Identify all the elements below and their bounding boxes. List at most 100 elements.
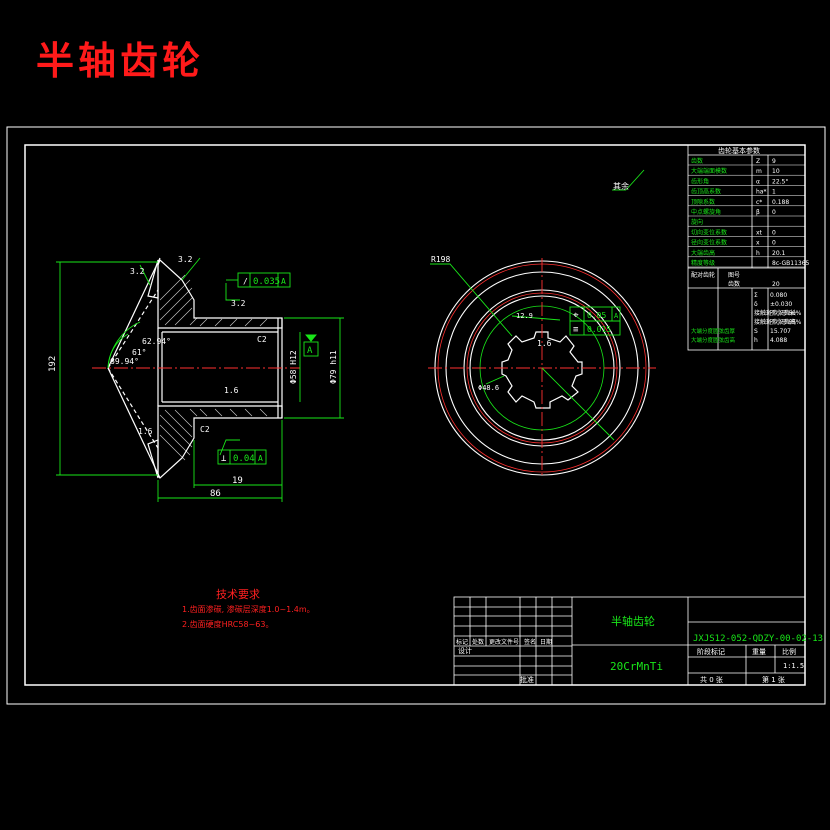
mark-header: 更改文件号 [489,638,519,646]
flatness-value: 0.035 [253,277,280,287]
check-symbol: 接触斑点沿齿高 [754,318,796,326]
tech-req-heading: 技术要求 [216,588,260,601]
dim-height-192: 192 [48,356,58,372]
mark-header: 处数 [472,638,484,646]
dim-r1: 3.2 [130,267,145,276]
param-name: 齿数 [691,157,703,165]
flatness-frame [226,272,291,288]
tech-req-item-1: 1.齿面渗碳, 渗碳层深度1.0~1.4m。 [182,604,315,614]
check-value: 0.080 [770,292,787,299]
param-name: 齿顶高系数 [691,188,721,196]
param-name: 精度等级 [691,259,715,267]
dim-rough-32: 3.2 [231,299,246,308]
param-name: 旋向 [691,218,703,226]
pos-tol-value: 0.05 [587,311,606,320]
param-symbol: m [756,168,762,175]
section-view [107,257,283,479]
param-name: 中点螺旋角 [691,208,721,216]
mark-header: 日期 [540,638,552,646]
spline-top-note: 12.9 [516,312,533,320]
check-label: 大端分度圆弦齿厚 [691,327,736,335]
dim-rough-16: 1.6 [224,386,239,395]
title-drawing-no: JXJS12-052-QDZY-00-02-13 [693,634,823,644]
param-value: 0 [772,209,776,216]
param-name: 切向变位系数 [691,228,727,236]
perpendicularity-icon: ⊥ [221,454,227,464]
param-value: 20.1 [772,250,786,257]
mate-value: 20 [772,281,780,288]
check-label: 大端分度圆弦齿高 [691,336,736,344]
param-symbol: β [756,209,760,216]
param-value: 10 [772,168,780,175]
page-title: 半轴齿轮 [36,38,205,83]
param-symbol: c* [756,199,762,206]
symmetry-icon: ≡ [573,325,579,335]
sheet-inner-border [24,144,806,686]
section-hatch [159,274,268,461]
title-material: 20CrMnTi [610,660,663,673]
mark-header: 标记 [456,638,468,646]
title-sheet-no: 第 1 张 [762,675,785,684]
title-stage-label: 阶段标记 [697,647,725,656]
param-value: 22.5° [772,178,788,185]
check-symbol: 接触斑点沿齿长 [754,309,796,317]
datum-a-label: A [307,346,313,356]
param-value: 0 [772,229,776,236]
dim-outer: Φ79 h11 [329,350,338,384]
dim-width-19: 19 [232,476,243,486]
param-table-header: 齿轮基本参数 [718,146,760,155]
param-symbol: xt [756,229,763,236]
title-sheets: 共 0 张 [700,675,723,684]
mate-field: 齿数 [728,280,740,288]
check-symbol: S [754,328,758,335]
param-symbol: ha* [756,189,766,196]
ra-note: 其余 [613,181,629,191]
check-value: 不小于60% [770,309,802,317]
title-scale: 1:1.5 [783,662,804,670]
param-value: 1 [772,189,776,196]
param-symbol: α [756,178,760,185]
mate-field: 图号 [728,272,740,279]
dim-chamfer-c2: C2 [257,335,267,344]
title-design: 设计 [458,646,472,655]
perp-frame [217,449,267,465]
param-value: 0 [772,240,776,247]
param-name: 齿形角 [691,177,709,185]
title-mark-row: 标记处数更改文件号签名日期 [456,638,552,646]
title-scale-label: 比例 [782,647,796,656]
datum-a-box [303,334,319,357]
position-icon: ⌖ [573,310,579,321]
param-symbol: Z [756,158,760,165]
check-symbol: h [754,337,758,344]
sym-tol-value: 0.015 [587,325,611,334]
check-value: 4.088 [770,337,787,344]
param-symbol: h [756,250,760,257]
perp-datum: A [258,454,263,463]
front-leaders [430,169,645,441]
dim-angle-3: 69.94° [110,357,139,366]
title-block-grid [453,596,806,686]
param-name: 大端齿高 [691,249,715,257]
dim-r2: 3.2 [178,255,193,264]
flatness-symbol: / [243,277,248,286]
dim-r3: 1.6 [138,427,153,436]
spline-bore [501,331,583,409]
tech-req-item-2: 2.齿面硬度HRC58~63。 [182,619,273,629]
check-value: 15.707 [770,328,791,335]
param-value: 0.188 [772,199,789,206]
mark-header: 签名 [524,638,536,646]
spline-16: 1.6 [537,339,552,348]
dim-angle-2: 61° [132,348,146,357]
title-approve: 批准 [520,675,534,684]
dimension-lines [56,257,344,502]
dim-width-86: 86 [210,489,221,499]
perp-value: 0.04 [233,454,255,464]
param-value: 9 [772,158,776,165]
pos-tol-datum: A [614,312,619,320]
check-value: ±0.030 [770,301,792,308]
dim-c-note: C2 [200,425,210,434]
param-table-grid [687,144,806,351]
dim-bore: Φ58 H12 [289,350,298,384]
